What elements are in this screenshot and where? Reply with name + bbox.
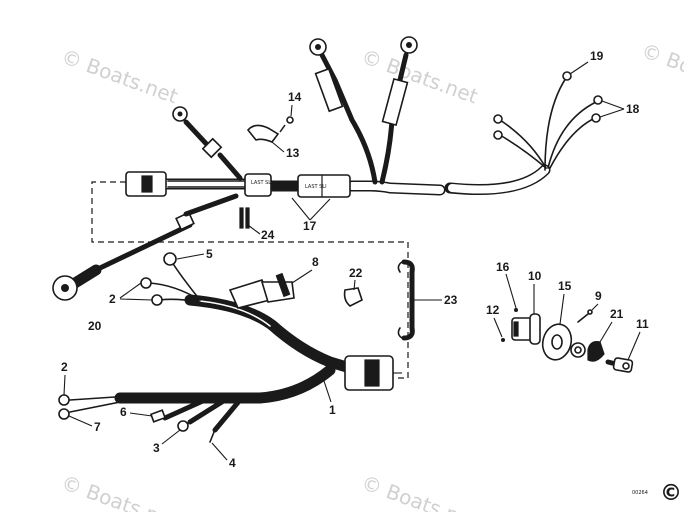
clamp-13 [246,116,294,143]
connection-dashed-line [91,181,409,379]
callout-20: 20 [88,319,102,333]
corner-copyright: © [660,481,682,506]
watermark-2: © Boats.net [358,44,481,108]
callout-8: 8 [312,255,319,269]
callout-19: 19 [590,49,604,63]
clips-24 [239,207,250,229]
callout-3: 3 [153,441,160,455]
ignition-switch-group [501,308,634,373]
callout-6: 6 [120,405,127,419]
callout-4: 4 [229,456,236,470]
watermark-5: © Boats.net [358,470,481,512]
callout-11: 11 [636,317,649,331]
watermark-4: © Boats.net [58,470,181,512]
callout-24: 24 [261,228,275,242]
callout-18: 18 [626,102,640,116]
figure-number: 00264 [632,490,648,496]
bracket-23 [397,259,415,341]
sleeve-label-2: LAST SLI [305,184,327,190]
callout-2-upper: 2 [109,292,116,306]
lower-harness [58,252,402,443]
callout-23: 23 [444,293,458,307]
callout-14: 14 [288,90,302,104]
clip-22 [343,287,363,307]
callout-16: 16 [496,260,510,274]
cap-21 [587,341,605,362]
callout-7: 7 [94,420,101,434]
callouts: 14 13 19 18 17 24 5 8 22 23 2 2 [61,49,649,470]
callout-12: 12 [486,303,500,317]
callout-21: 21 [610,307,624,321]
callout-17: 17 [303,219,317,233]
callout-13: 13 [286,146,300,160]
callout-22: 22 [349,266,363,280]
callout-9: 9 [595,289,602,303]
callout-2-lower: 2 [61,360,68,374]
watermark-3: © Boats.net [638,38,684,102]
upper-harness: LAST SLI LAST SLI [52,36,603,301]
sleeve-label-1: LAST SLI [251,180,273,186]
callout-10: 10 [528,269,542,283]
watermark-1: © Boats.net [58,44,181,108]
callout-5: 5 [206,247,213,261]
right-fanout-wires [493,71,603,171]
switch-body-10 [511,313,541,345]
callout-1: 1 [329,403,336,417]
key-11 [605,357,634,373]
callout-15: 15 [558,279,572,293]
